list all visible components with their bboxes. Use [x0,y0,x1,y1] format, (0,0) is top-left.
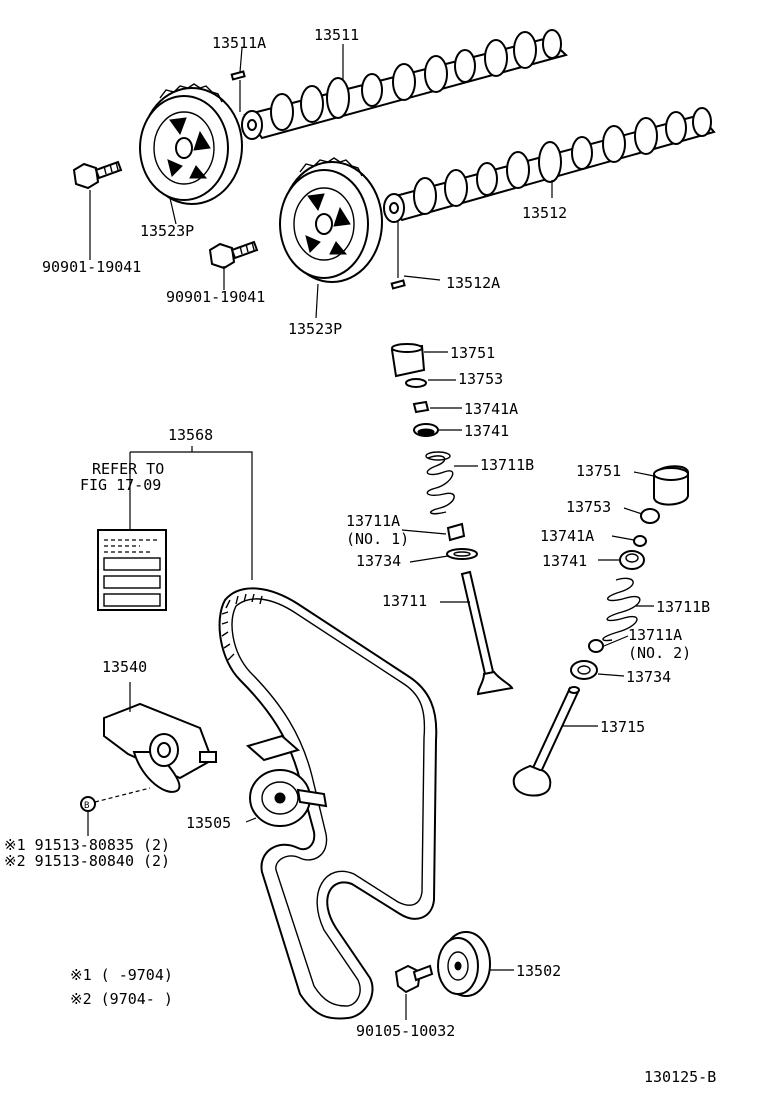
bolt-90105-10032[interactable] [394,964,434,994]
oil-seal-13734-left[interactable] [446,548,478,560]
label-13711B-right: 13711B [656,598,710,616]
leader-lines [87,44,655,1020]
valve-spring-13711B-left[interactable] [425,451,455,515]
label-note-1: ※1 ( -9704) [70,966,173,984]
valve-13711[interactable] [460,570,514,696]
spring-retainer-13741-right[interactable] [619,550,645,570]
valve-keeper-13741A-right[interactable] [633,535,647,547]
label-13505: 13505 [186,814,231,832]
tensioner-13540[interactable] [103,702,217,793]
circled-b-marker-icon: B [80,796,96,812]
label-13523P-upper: 13523P [140,222,194,240]
label-13711A-right-no: (NO. 2) [628,644,691,662]
label-13734-right: 13734 [626,668,671,686]
label-13741A-right: 13741A [540,527,594,545]
spring-retainer-13741-left[interactable] [413,423,439,437]
spring-seat-13711A-left[interactable] [446,522,466,542]
bolt-90901-19041-upper[interactable] [72,160,123,190]
label-note-2: ※2 (9704- ) [70,990,173,1008]
bolt-90901-19041-lower[interactable] [208,240,259,270]
diagram-id: 130125-B [644,1068,716,1086]
valve-spring-13711B-right[interactable] [602,577,641,642]
label-bolt-1: ※1 91513-80835 (2) [4,836,170,854]
valve-lifter-13751-left[interactable] [390,343,426,378]
label-13751-left: 13751 [450,344,495,362]
label-13741A-left: 13741A [464,400,518,418]
label-bolt-2: ※2 91513-80840 (2) [4,852,170,870]
idler-13502[interactable] [437,931,491,997]
label-13753-right: 13753 [566,498,611,516]
timing-pulley-13523P-lower[interactable] [279,157,383,283]
label-13502: 13502 [516,962,561,980]
label-13512A: 13512A [446,274,500,292]
timing-pulley-13523P-upper[interactable] [139,83,243,205]
valve-keeper-13741A-left[interactable] [412,400,430,414]
label-13751-right: 13751 [576,462,621,480]
camshaft-13511[interactable] [241,29,568,140]
label-90901-19041-lower: 90901-19041 [166,288,265,306]
idler-pulley-13505[interactable] [245,734,328,827]
label-13711A-right: 13711A [628,626,682,644]
knock-pin-13511A[interactable] [230,70,246,81]
marker-dashed-leader [94,787,151,803]
label-13715: 13715 [600,718,645,736]
label-13568: 13568 [168,426,213,444]
label-13512: 13512 [522,204,567,222]
label-13753-left: 13753 [458,370,503,388]
label-13741-right: 13741 [542,552,587,570]
shim-13753-right[interactable] [640,508,660,524]
oil-seal-13734-right[interactable] [570,660,598,680]
label-13711A-left-no: (NO. 1) [346,530,409,548]
camshaft-13512[interactable] [383,107,716,223]
label-refer-line1: REFER TO [92,460,164,478]
label-13711: 13711 [382,592,427,610]
label-13523P-lower: 13523P [288,320,342,338]
spring-seat-13711A-right[interactable] [588,639,604,653]
label-13511A: 13511A [212,34,266,52]
label-90901-19041-upper: 90901-19041 [42,258,141,276]
part-labels: 13511A 13511 13512 13512A 13523P 13523P … [4,26,716,1086]
label-13511: 13511 [314,26,359,44]
label-90105-10032: 90105-10032 [356,1022,455,1040]
label-13711A-left: 13711A [346,512,400,530]
refer-figure-box [97,529,167,611]
label-13711B-left: 13711B [480,456,534,474]
label-13540: 13540 [102,658,147,676]
valve-13715[interactable] [512,686,580,797]
knock-pin-13512A[interactable] [390,279,406,290]
label-13734-left: 13734 [356,552,401,570]
label-13741-left: 13741 [464,422,509,440]
label-refer-line2: FIG 17-09 [80,476,161,494]
valve-lifter-13751-right[interactable] [653,465,689,506]
shim-13753-left[interactable] [405,378,427,388]
svg-text:B: B [84,801,89,811]
